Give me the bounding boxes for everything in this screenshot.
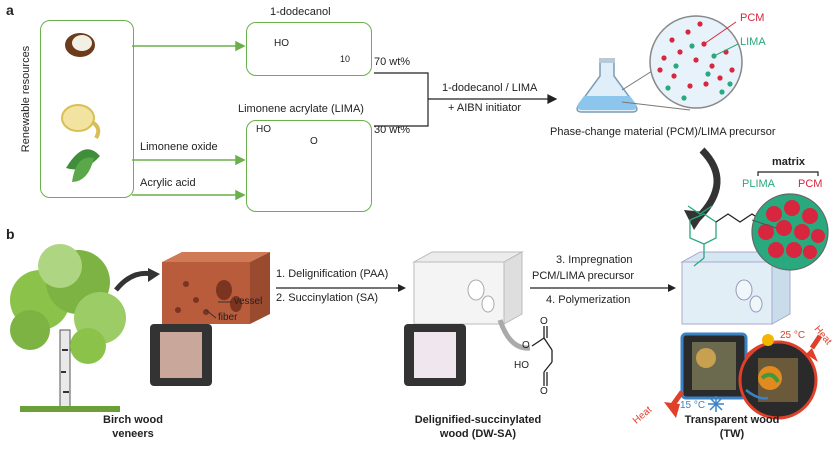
plima-label: PLIMA xyxy=(742,178,776,190)
precursor-label: Phase-change material (PCM)/LIMA precurs… xyxy=(550,126,776,138)
dwsa-label-line1: Delignified-succinylated xyxy=(414,414,542,426)
flask-image xyxy=(576,58,638,113)
citrus-peel-image xyxy=(61,104,101,140)
matrix-label: matrix xyxy=(772,156,806,168)
cold-temp-label: 15 °C xyxy=(680,400,706,411)
lima-legend-label: LIMA xyxy=(740,36,766,48)
dodecanol-ho: HO xyxy=(274,38,289,49)
fiber-label: fiber xyxy=(218,312,238,323)
dwsa-wood-block xyxy=(412,251,524,325)
tw-cold-photo xyxy=(680,332,748,400)
hot-temp-label: 25 °C xyxy=(780,330,806,341)
step4-label: 4. Polymerization xyxy=(546,294,631,306)
succinyl-ho-label: HO xyxy=(514,360,529,371)
acrylic-acid-label: Acrylic acid xyxy=(140,177,196,189)
panel-b-letter: b xyxy=(6,226,15,242)
birch-tree-image xyxy=(10,244,126,412)
dodecanol-subscript: 10 xyxy=(340,54,351,64)
lima-box xyxy=(246,120,372,212)
step3-label: 3. Impregnation xyxy=(556,254,633,266)
sun-icon xyxy=(762,334,774,346)
birch-label-line1: Birch wood xyxy=(103,414,163,426)
dodecanol-title: 1-dodecanol xyxy=(270,6,331,18)
matrix-pcm-label: PCM xyxy=(798,178,823,190)
dwsa-label-line2: wood (DW-SA) xyxy=(439,428,517,440)
step3-precursor-label: PCM/LIMA precursor xyxy=(532,270,635,282)
tw-label-line2: (TW) xyxy=(719,428,745,440)
snowflake-icon xyxy=(708,396,724,412)
mix-label-line1: 1-dodecanol / LIMA xyxy=(442,82,538,94)
step1-label: 1. Delignification (PAA) xyxy=(276,268,389,280)
wt30-label: 30 wt% xyxy=(374,124,411,136)
coconut-image xyxy=(65,33,95,57)
succinyl-o-label-1: O xyxy=(522,340,530,351)
dodecanol-box xyxy=(246,22,372,76)
plima-structure xyxy=(687,205,717,267)
limonene-oxide-label: Limonene oxide xyxy=(140,141,218,153)
lima-ho: HO xyxy=(256,124,271,135)
succinyl-o-label-3: O xyxy=(540,386,548,397)
lima-title: Limonene acrylate (LIMA) xyxy=(238,103,364,115)
vessel-label: vessel xyxy=(234,296,263,307)
leaf-image xyxy=(66,149,100,182)
pcm-legend-label: PCM xyxy=(740,12,765,24)
tw-wood-block xyxy=(680,251,792,325)
mix-label-line2: + AIBN initiator xyxy=(448,102,522,114)
panel-a-letter: a xyxy=(6,2,14,18)
step2-label: 2. Succinylation (SA) xyxy=(276,292,379,304)
tw-hot-photo xyxy=(738,340,818,420)
succinyl-o-label-2: O xyxy=(540,316,548,327)
wt70-label: 70 wt% xyxy=(374,56,411,68)
birch-wood-block xyxy=(162,252,270,324)
lima-o: O xyxy=(310,136,318,147)
tw-label-line1: Transparent wood xyxy=(684,414,780,426)
birch-label-line2: veneers xyxy=(112,428,154,440)
